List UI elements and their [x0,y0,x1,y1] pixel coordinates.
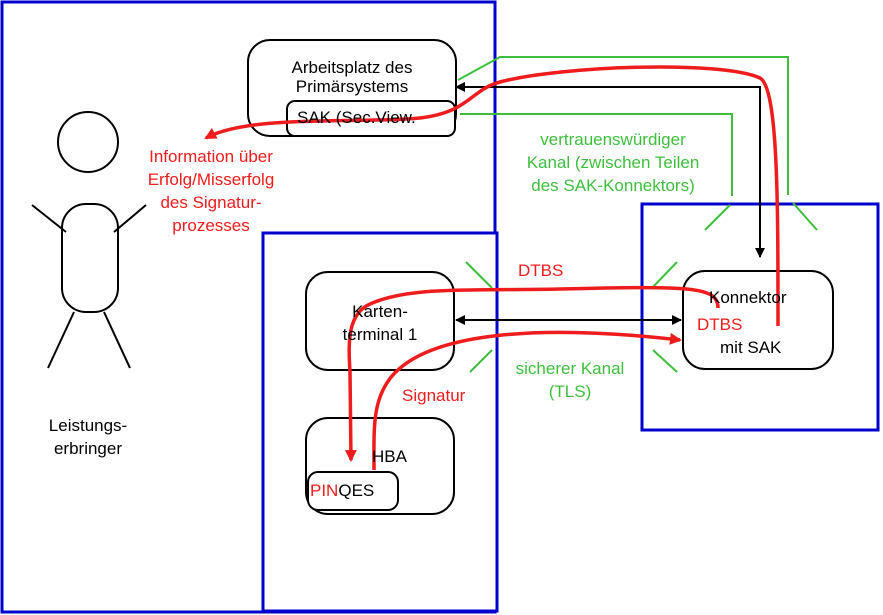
pin-label: PIN [310,481,339,500]
qes-label: QES [338,481,375,500]
trusted-channel-label: vertrauenswürdiger Kanal (zwischen Teile… [497,128,729,197]
secure-channel-lines [465,261,678,373]
card-terminal-label: Karten- terminal 1 [306,300,454,346]
connector-label-line1: Konnektor [709,288,787,307]
sak-sec-view-label: SAK (Sec.View. [297,108,416,127]
card-terminal-box [305,271,455,371]
actor-figure [31,111,147,369]
actor-label-line2: erbringer [53,439,123,458]
card-terminal-line2: terminal 1 [342,325,418,344]
pin-qes-label: PINQES [310,479,374,502]
workstation-label-line1: Arbeitsplatz des [291,58,413,77]
secure-channel-line2: (TLS) [548,382,592,401]
card-terminal-line1: Karten- [352,302,408,321]
hba-title-label: HBA [372,447,407,466]
signature-flow-arrow [372,330,682,471]
workstation-label-line2: Primärsystems [295,77,409,96]
trusted-channel-line1: vertrauenswürdiger [540,130,686,149]
info-feedback-label: Information über Erfolg/Misserfolg des S… [118,145,304,237]
workstation-connector-arrow [455,82,765,258]
info-line1: Information über [149,147,273,166]
connector-box [682,270,834,370]
secure-channel-line1: sicherer Kanal [515,359,625,378]
info-line2: Erfolg/Misserfolg [147,170,275,189]
workstation-label: Arbeitsplatz des Primärsystems [252,56,452,98]
trusted-channel-line2: Kanal (zwischen Teilen [526,153,700,172]
info-feedback-arrow [204,65,780,327]
connector-dtbs-label: DTBS [697,315,743,334]
dtbs-top-label: DTBS [518,261,564,280]
actor-label: Leistungs- erbringer [20,414,156,460]
info-line4: prozesses [172,216,250,235]
signature-label: Signatur [402,386,466,405]
info-line3: des Signatur- [160,193,262,212]
actor-label-line1: Leistungs- [48,416,128,435]
pin-qes-box [307,471,399,511]
trusted-channel-line3: des SAK-Konnektors) [531,176,695,195]
connector-label-line2: mit SAK [720,338,782,357]
secure-channel-label: sicherer Kanal (TLS) [500,357,640,403]
dtbs-flow-arrow [344,285,720,462]
